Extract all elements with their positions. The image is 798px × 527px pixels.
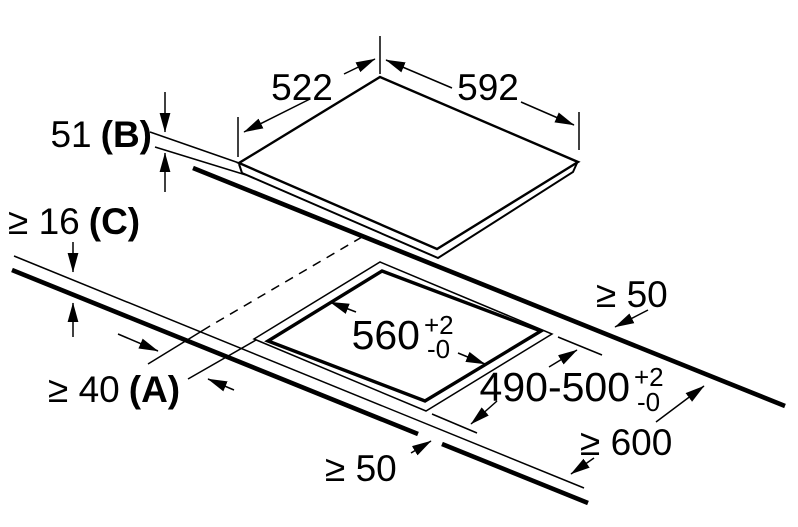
extension-line (154, 146, 247, 176)
dimension-line (570, 457, 595, 475)
worktop-depth-label: ≥ 600 (580, 422, 672, 463)
cutout-depth-label: 490-500 (480, 364, 630, 410)
dimension-line (470, 400, 498, 425)
extension-line (431, 413, 478, 434)
dim-rear-clearance: ≥ 50 (596, 274, 668, 328)
worktop-front-edge-bottom-line (11, 267, 419, 437)
extension-line (187, 339, 257, 380)
dimension-line (385, 59, 453, 89)
dimension-line (614, 309, 649, 328)
dimension-line (457, 351, 486, 365)
extension-line (557, 336, 603, 356)
side-clearance-label: ≥ 40(A) (48, 369, 180, 410)
worktop-thickness-label: ≥ 16(C) (8, 201, 140, 242)
dim-worktop-thickness: ≥ 16(C) (8, 201, 140, 337)
dim-hob-width: 592 (385, 59, 580, 150)
extension-line (149, 131, 240, 164)
hob-depth-label: 522 (271, 67, 333, 108)
cutout-width-label: 560 (352, 312, 420, 358)
worktop-front-edge-bottom-line (441, 441, 589, 506)
cutout-depth-tolerance-plus: +2 (634, 362, 664, 392)
front-clearance-label: ≥ 50 (325, 448, 397, 489)
dimension-line (207, 378, 235, 392)
hob-glass-outline (236, 75, 581, 251)
dimension-line (117, 333, 159, 352)
dimension-line (343, 58, 376, 75)
worktop (11, 165, 786, 506)
hob-frame-profile (238, 162, 578, 260)
dimension-line (329, 301, 357, 314)
cutout-depth-tolerance-minus: -0 (637, 387, 660, 417)
cutout-width-tolerance-plus: +2 (424, 310, 454, 340)
hob-width-label: 592 (457, 67, 519, 108)
dim-side-clearance: ≥ 40(A) (48, 236, 363, 410)
dimension-line (243, 98, 311, 133)
worktop-cutout (252, 261, 554, 412)
dim-hob-height: 51(B) (50, 92, 247, 192)
cutout-width-tolerance-minus: -0 (427, 334, 450, 364)
hob-height-label: 51(B) (50, 114, 152, 155)
extension-line (147, 325, 211, 365)
dim-cutout-depth: 490-500 +2 -0 (431, 336, 664, 434)
worktop-rear-edge-line (192, 165, 786, 409)
hob (236, 75, 581, 260)
cutout-inner-outline (264, 269, 545, 403)
dim-cutout-width: 560 +2 -0 (329, 301, 486, 365)
dim-worktop-depth: ≥ 600 (570, 385, 705, 475)
worktop-front-edge-top-line (13, 255, 585, 489)
dimension-line (548, 349, 578, 368)
dim-front-clearance: ≥ 50 (325, 440, 432, 489)
hob-projection-dashed-line (209, 236, 363, 327)
dimension-line (655, 385, 705, 423)
dimension-line (520, 101, 575, 126)
rear-clearance-label: ≥ 50 (596, 274, 668, 315)
dimension-line (410, 440, 432, 456)
cutout-outer-outline (252, 261, 554, 412)
dim-hob-depth: 522 (237, 36, 381, 157)
